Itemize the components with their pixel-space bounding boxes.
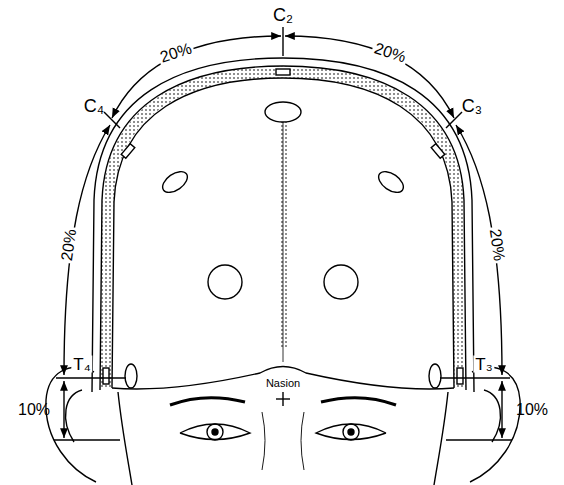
measure-arc bbox=[112, 36, 281, 118]
skull-electrode bbox=[121, 144, 135, 159]
c4-tick bbox=[104, 112, 120, 128]
eye bbox=[316, 424, 386, 440]
electrode bbox=[265, 102, 301, 122]
percent-label: 20% bbox=[370, 40, 409, 66]
measure-arc bbox=[285, 36, 454, 118]
percent-label: 20% bbox=[59, 226, 80, 264]
skull-electrode bbox=[431, 144, 445, 159]
electrode bbox=[125, 364, 137, 388]
electrode-name: C₃ bbox=[460, 97, 484, 115]
landmark-label: Nasion bbox=[264, 378, 302, 389]
t3-line bbox=[440, 377, 510, 378]
skull-band bbox=[106, 72, 460, 389]
pupil bbox=[348, 429, 354, 435]
nose-line bbox=[262, 412, 265, 470]
measure-arrow bbox=[501, 381, 502, 438]
electrode bbox=[324, 265, 358, 299]
electrode-name: T₃ bbox=[473, 356, 494, 373]
skull-electrode bbox=[457, 368, 463, 384]
c3-tick bbox=[446, 112, 462, 128]
percent-label: 10% bbox=[16, 402, 52, 418]
t4-line bbox=[56, 377, 126, 378]
electrode bbox=[159, 167, 191, 196]
percent-label: 20% bbox=[487, 226, 508, 264]
ear-level-line bbox=[446, 439, 512, 440]
electrode bbox=[375, 167, 407, 196]
electrode bbox=[208, 265, 242, 299]
c2-tick bbox=[282, 27, 283, 56]
scalp-outline bbox=[92, 58, 474, 392]
nasion-cross bbox=[282, 392, 283, 406]
percent-label: 20% bbox=[156, 40, 195, 66]
measure-arrow bbox=[63, 381, 64, 438]
ear-inner bbox=[484, 390, 500, 442]
electrode-name: T₄ bbox=[71, 356, 92, 373]
percent-label: 10% bbox=[514, 402, 550, 418]
skull-inner bbox=[112, 78, 454, 388]
iris bbox=[207, 424, 223, 440]
skull-electrode bbox=[103, 368, 109, 384]
forehead-line bbox=[112, 367, 454, 389]
ear bbox=[46, 367, 96, 482]
ear-inner bbox=[66, 390, 82, 442]
midline bbox=[283, 120, 284, 362]
iris bbox=[343, 424, 359, 440]
eyebrow bbox=[170, 398, 245, 405]
electrode-name: C₄ bbox=[82, 97, 106, 115]
skull-electrode bbox=[276, 69, 290, 75]
electrode-name: C₂ bbox=[271, 6, 295, 24]
eyebrow bbox=[321, 398, 396, 405]
ear bbox=[470, 367, 520, 482]
nose-line bbox=[301, 412, 304, 470]
ear-level-line bbox=[54, 439, 120, 440]
face-side bbox=[434, 392, 448, 485]
eye bbox=[180, 424, 250, 440]
electrode bbox=[429, 364, 441, 388]
skull-outer bbox=[100, 66, 466, 390]
face-side bbox=[118, 392, 132, 485]
pupil bbox=[212, 429, 218, 435]
